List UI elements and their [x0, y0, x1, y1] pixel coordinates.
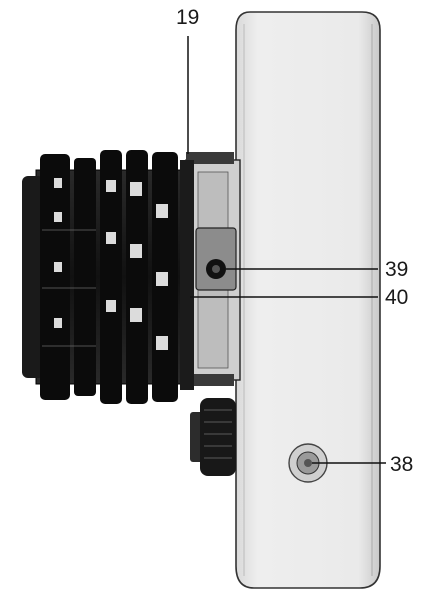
camera-body — [235, 11, 381, 589]
callout-39: 39 — [385, 258, 408, 281]
lens-barrel — [22, 150, 194, 404]
callout-19: 19 — [176, 6, 199, 29]
lens-release-button — [195, 227, 237, 291]
side-knob — [190, 398, 236, 476]
callout-40: 40 — [385, 286, 408, 309]
callout-38: 38 — [390, 453, 413, 476]
